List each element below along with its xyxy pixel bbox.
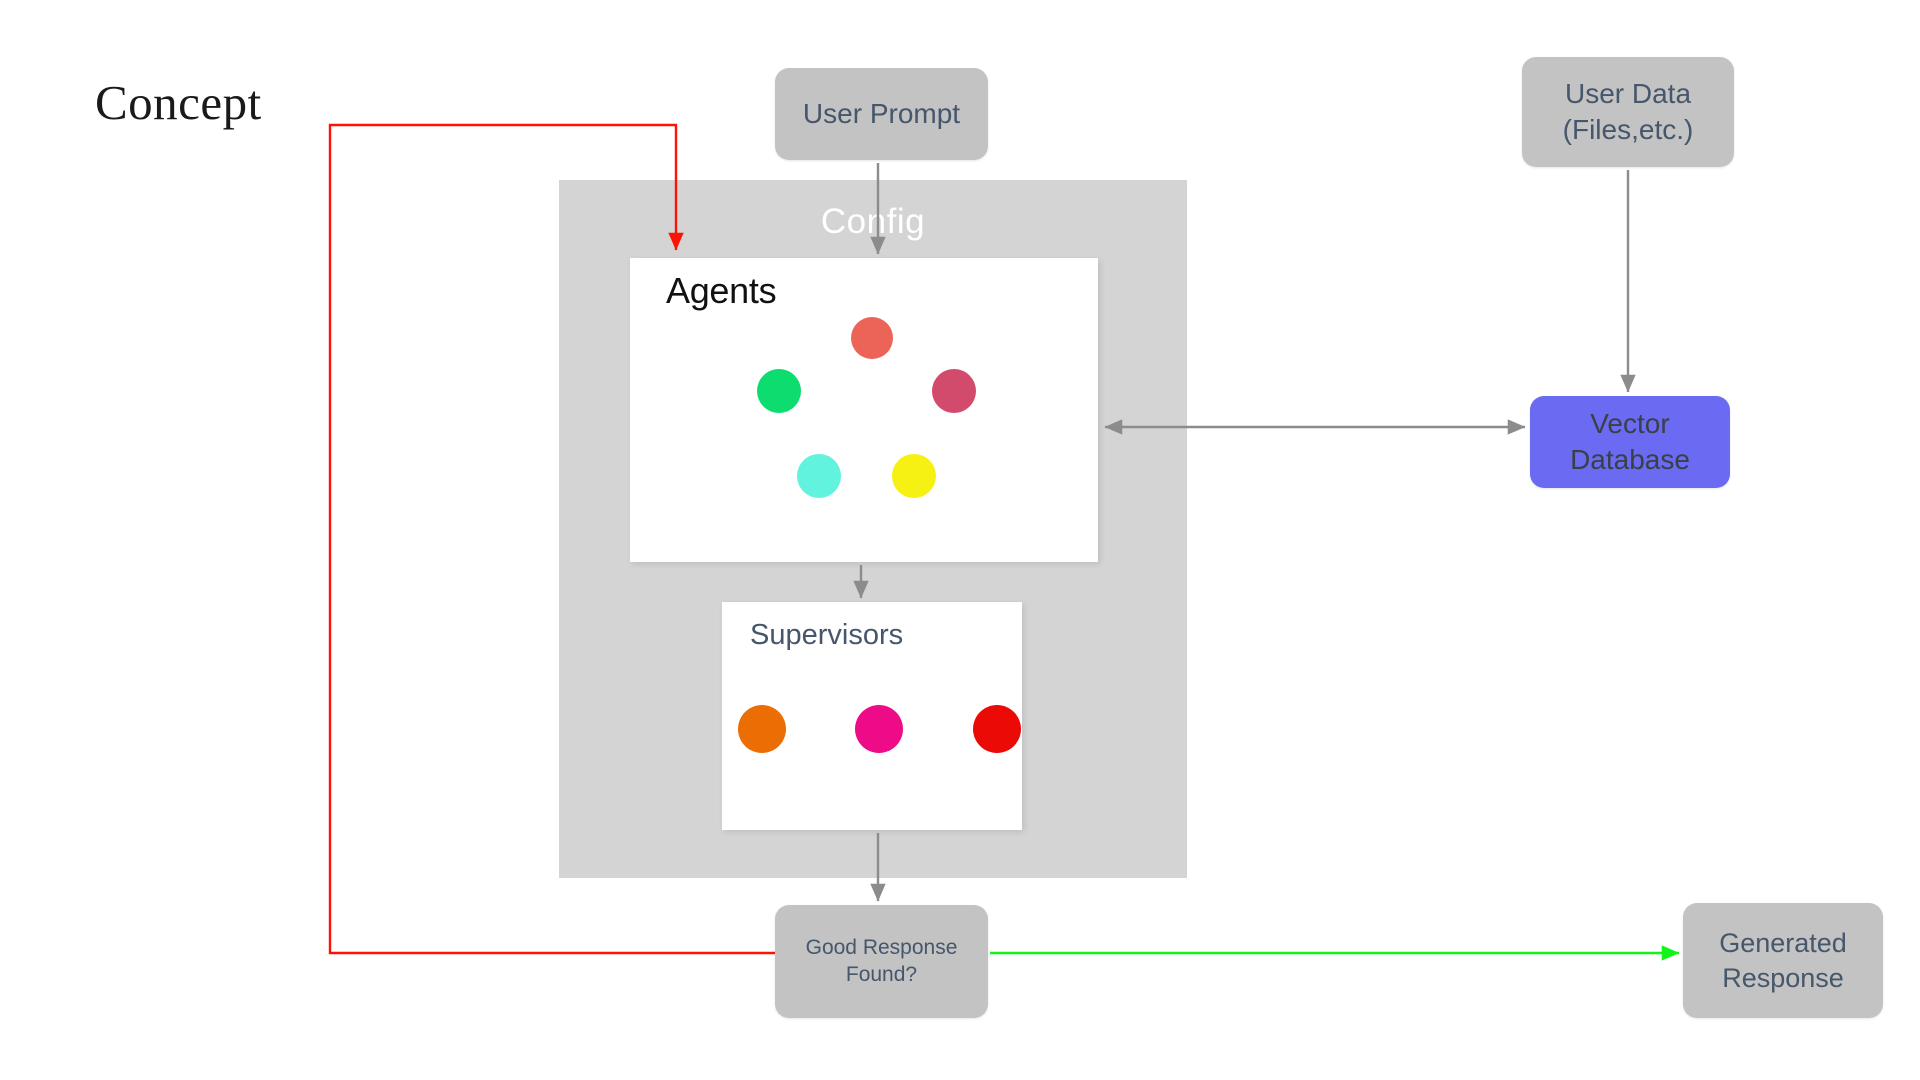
supervisor-dot-red[interactable] <box>973 705 1021 753</box>
agents-panel[interactable]: Agents <box>630 258 1098 562</box>
agent-dot-green[interactable] <box>757 369 801 413</box>
page-title: Concept <box>95 75 262 130</box>
config-label: Config <box>820 202 926 241</box>
supervisor-dot-magenta[interactable] <box>855 705 903 753</box>
node-vector-database-line2: Database <box>1570 444 1690 475</box>
agent-dot-turquoise[interactable] <box>797 454 841 498</box>
node-generated-response-line1: Generated <box>1719 927 1847 958</box>
node-good-response-line2: Found? <box>845 962 918 986</box>
node-generated-response[interactable]: Generated Response <box>1683 903 1883 1018</box>
supervisors-label: Supervisors <box>750 619 904 651</box>
node-good-response-line1: Good Response <box>805 935 958 959</box>
node-vector-database-line1: Vector <box>1590 408 1670 440</box>
node-good-response-found[interactable]: Good Response Found? <box>775 905 988 1018</box>
agent-dot-salmon[interactable] <box>851 317 893 359</box>
agents-label: Agents <box>666 270 777 311</box>
node-vector-database[interactable]: Vector Database <box>1530 396 1730 488</box>
agent-dot-yellow[interactable] <box>892 454 936 498</box>
supervisor-dot-orange[interactable] <box>738 705 786 753</box>
agent-dot-crimson[interactable] <box>932 369 976 413</box>
node-user-data-line1: User Data <box>1564 78 1692 110</box>
node-user-prompt[interactable]: User Prompt <box>775 68 988 160</box>
node-user-data-line2: (Files,etc.) <box>1562 114 1694 145</box>
node-user-prompt-label: User Prompt <box>802 98 961 130</box>
node-user-data[interactable]: User Data (Files,etc.) <box>1522 57 1734 167</box>
node-generated-response-line2: Response <box>1722 962 1844 993</box>
